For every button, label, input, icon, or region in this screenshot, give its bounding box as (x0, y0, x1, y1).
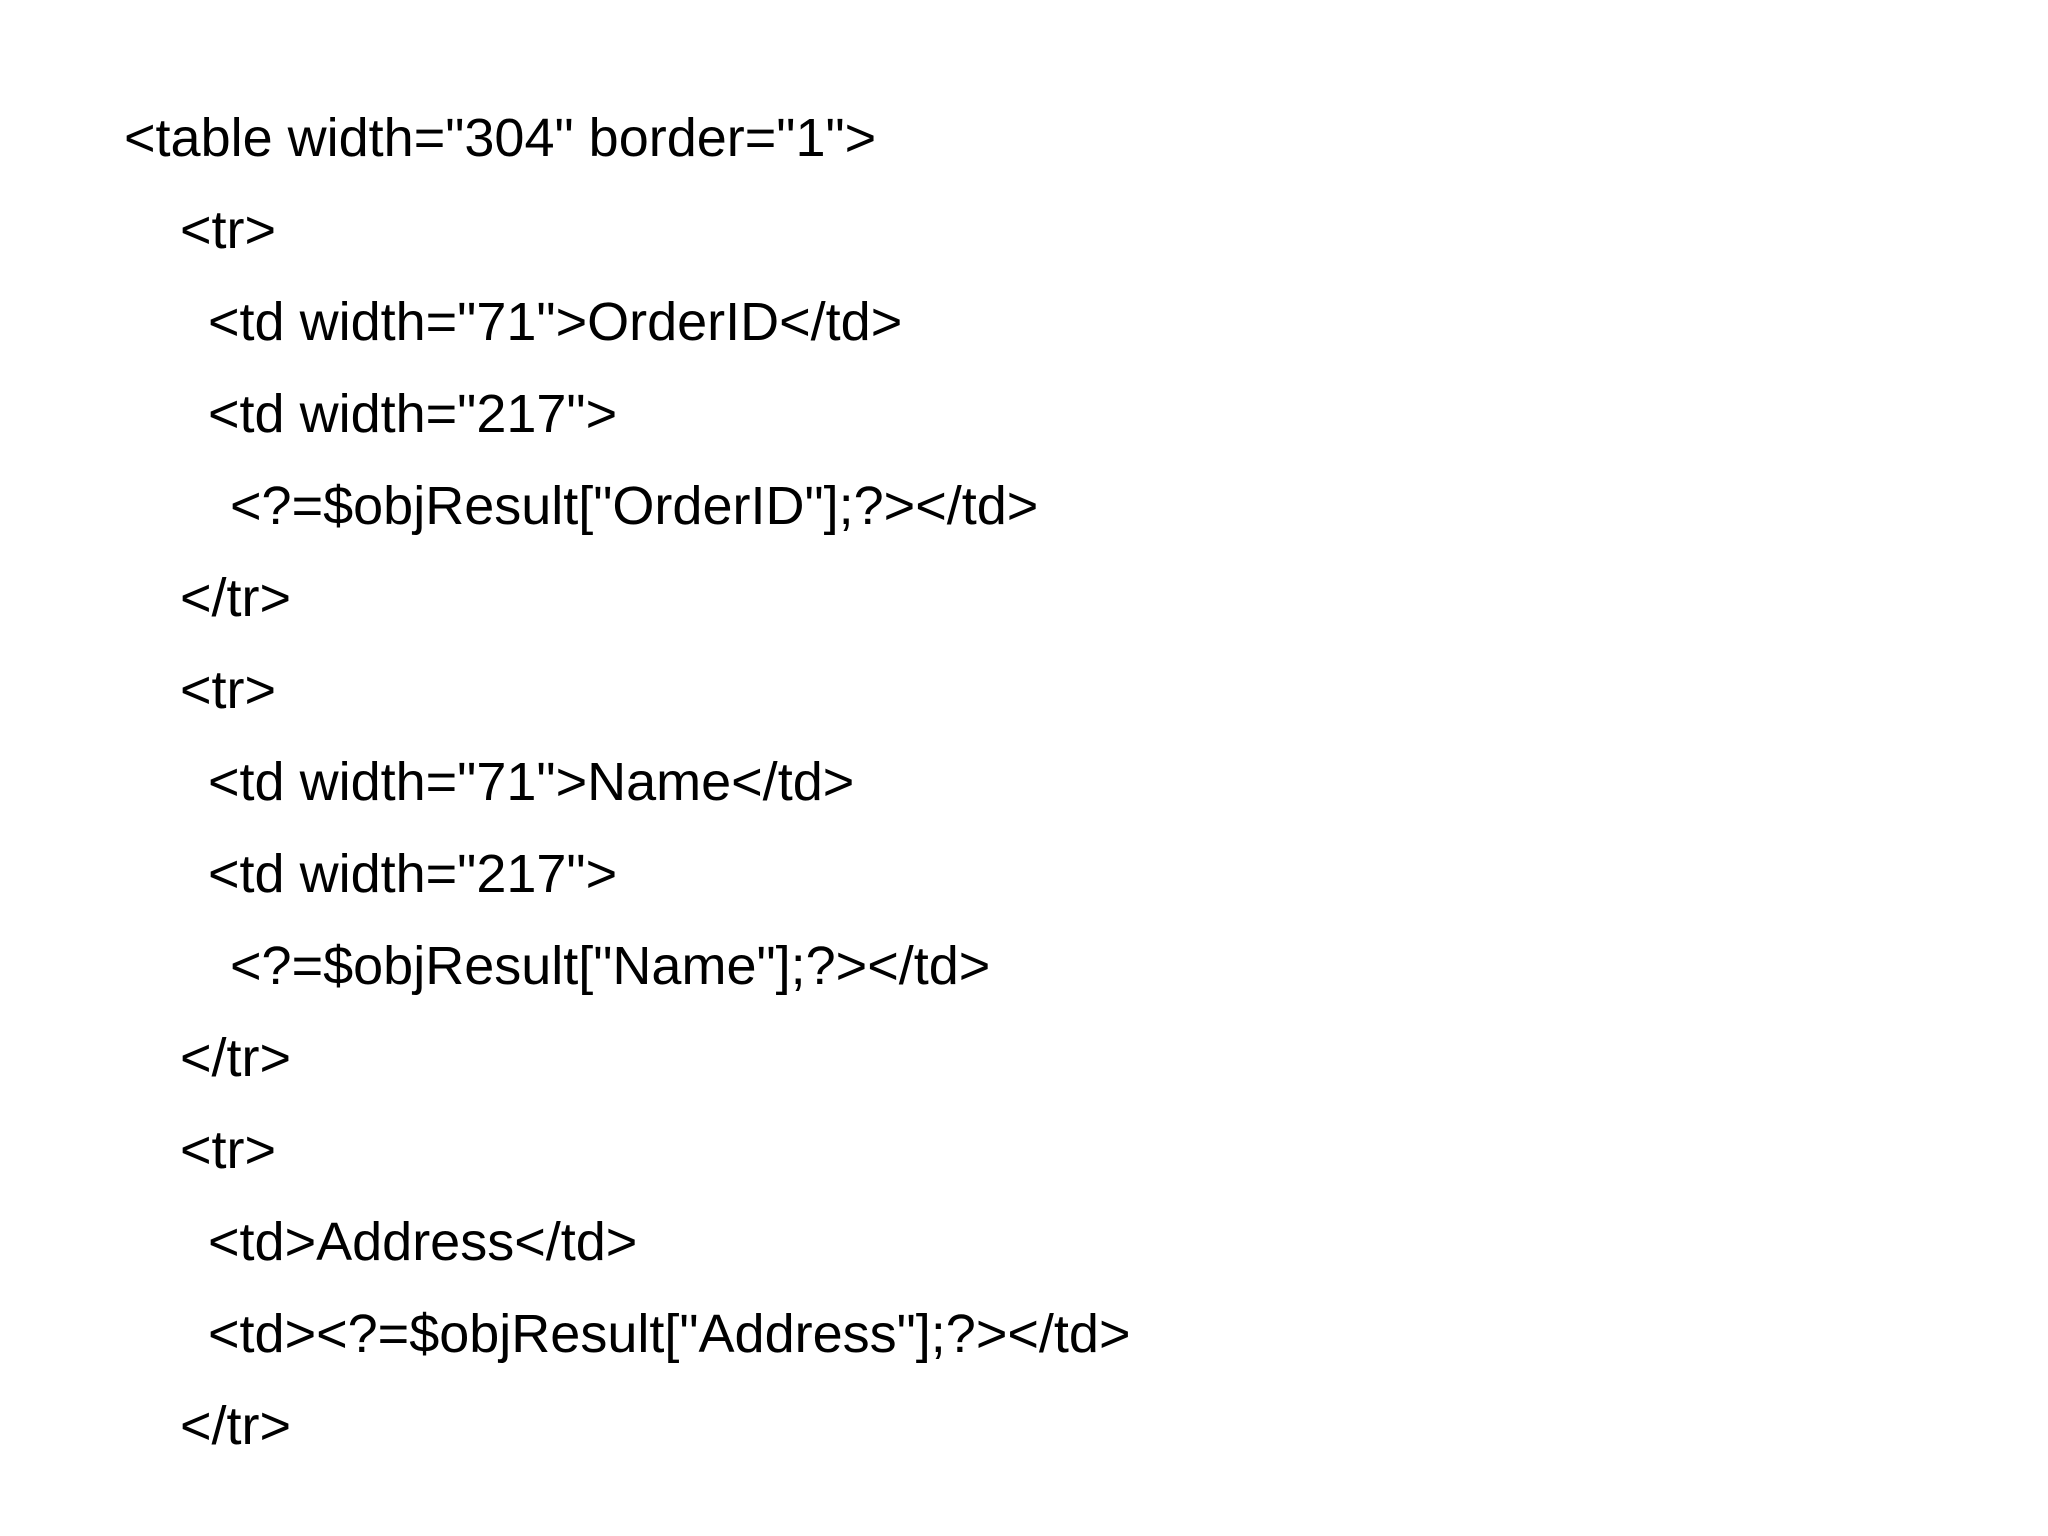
code-line-tr-open-3: <tr> (180, 1120, 277, 1180)
code-line-tr-close-3: </tr> (180, 1396, 292, 1456)
code-line-tr-open-1: <tr> (180, 200, 277, 260)
code-line-tr-close-1: </tr> (180, 568, 292, 628)
code-line-td-address-value: <td><?=$objResult["Address"];?></td> (208, 1304, 1131, 1364)
code-line-td-name-label: <td width="71">Name</td> (208, 752, 855, 812)
code-line-tr-close-2: </tr> (180, 1028, 292, 1088)
code-line-orderid-value: <?=$objResult["OrderID"];?></td> (230, 476, 1039, 536)
code-line-name-value: <?=$objResult["Name"];?></td> (230, 936, 991, 996)
code-line-table-open: <table width="304" border="1"> (124, 108, 877, 168)
code-line-td-name-open: <td width="217"> (208, 844, 618, 904)
code-line-td-orderid-label: <td width="71">OrderID</td> (208, 292, 903, 352)
code-line-td-orderid-open: <td width="217"> (208, 384, 618, 444)
code-line-td-address-label: <td>Address</td> (208, 1212, 638, 1272)
code-line-tr-open-2: <tr> (180, 660, 277, 720)
